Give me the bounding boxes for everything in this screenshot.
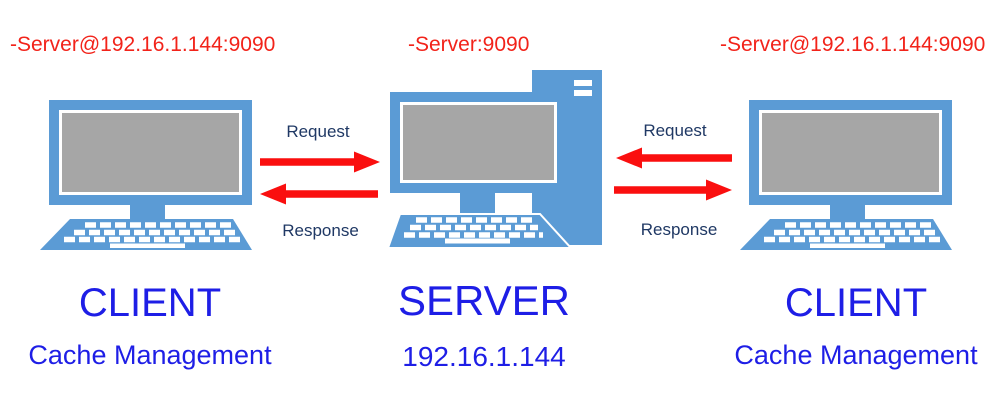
- response-arrow-icon: [260, 183, 378, 205]
- right-link-arrows: [614, 147, 732, 201]
- left-link-arrows: [260, 151, 380, 205]
- client-right-title: CLIENT: [784, 281, 928, 325]
- monitor-screen: [762, 113, 939, 192]
- server-computer-icon: [388, 70, 602, 248]
- monitor-screen: [403, 105, 554, 180]
- keyboard-spacebar: [445, 238, 510, 244]
- client-left-title: CLIENT: [78, 281, 222, 325]
- request-label-left: Request: [286, 122, 350, 141]
- client-right-subtitle: Cache Management: [734, 340, 978, 370]
- response-label-left: Response: [282, 221, 359, 240]
- keyboard-spacebar: [110, 243, 185, 248]
- monitor-screen: [62, 113, 239, 192]
- client-left-subtitle: Cache Management: [28, 340, 272, 370]
- desktop-computer-icon: [740, 100, 952, 250]
- annotation-client-left: -Server@192.16.1.144:9090: [10, 33, 276, 56]
- response-arrow-icon: [614, 179, 732, 201]
- keyboard-keys: [64, 222, 240, 243]
- annotation-server: -Server:9090: [408, 33, 530, 56]
- keyboard-keys: [404, 217, 543, 238]
- keyboard-keys: [764, 222, 940, 243]
- server-title: SERVER: [398, 277, 570, 324]
- monitor-stand: [460, 193, 495, 214]
- tower-slot: [574, 80, 592, 86]
- server-subtitle: 192.16.1.144: [402, 341, 566, 372]
- desktop-computer-icon: [40, 100, 252, 250]
- tower-slot: [574, 90, 592, 96]
- request-arrow-icon: [616, 147, 732, 169]
- request-label-right: Request: [643, 121, 707, 140]
- request-arrow-icon: [260, 151, 380, 173]
- response-label-right: Response: [640, 220, 718, 239]
- keyboard-spacebar: [810, 243, 885, 248]
- monitor-stand: [130, 205, 165, 221]
- monitor-stand: [830, 205, 865, 221]
- annotation-client-right: -Server@192.16.1.144:9090: [720, 33, 986, 56]
